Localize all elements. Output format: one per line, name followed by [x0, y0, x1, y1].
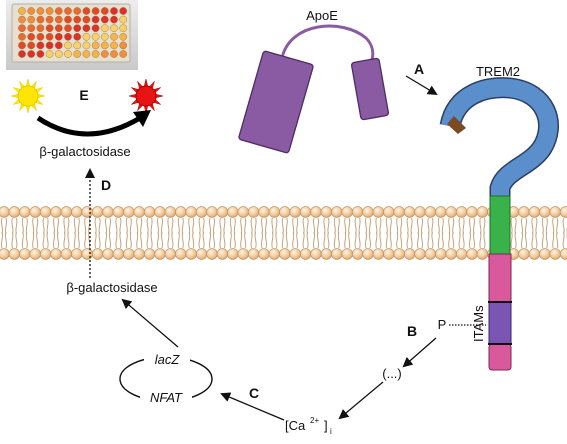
apoe-protein	[238, 24, 389, 154]
beta-galactosidase-lower-label: β-galactosidase	[66, 280, 157, 295]
arrow-a	[405, 75, 438, 96]
step-c-label: C	[249, 385, 259, 401]
svg-text:2+: 2+	[310, 416, 319, 425]
step-a-label: A	[414, 61, 424, 77]
trem2-binding-tip	[447, 116, 466, 134]
intermediate-label: (...)	[382, 366, 402, 381]
itams-label: ITAMs	[471, 305, 486, 342]
step-d-label: D	[101, 177, 111, 193]
arrow-c	[220, 392, 285, 421]
step-b-label: B	[407, 323, 417, 339]
beta-galactosidase-upper-label: β-galactosidase	[39, 144, 130, 159]
trem2-receptor	[439, 77, 559, 371]
phosphate-label: P	[438, 317, 447, 332]
arrow-b	[402, 337, 437, 368]
step-e-label: E	[79, 87, 88, 103]
yellow-substrate-icon	[10, 78, 46, 114]
svg-text:[Ca: [Ca	[285, 418, 306, 433]
lacz-label: lacZ	[155, 352, 181, 367]
arrow-to-calcium	[338, 381, 384, 420]
trem2-label: TREM2	[476, 64, 520, 79]
apoe-label: ApoE	[306, 8, 338, 23]
lipid-bilayer-membrane	[0, 206, 567, 260]
arrow-lacz-to-bgal	[121, 298, 179, 348]
red-product-icon	[128, 78, 164, 114]
well-plate-photo	[6, 0, 138, 70]
nfat-label: NFAT	[150, 390, 183, 405]
plate-wells	[18, 7, 127, 58]
svg-text:]: ]	[324, 418, 328, 433]
calcium-label: [Ca 2+ ] i	[285, 416, 332, 436]
conversion-arrow	[36, 115, 142, 137]
svg-text:i: i	[330, 427, 332, 436]
